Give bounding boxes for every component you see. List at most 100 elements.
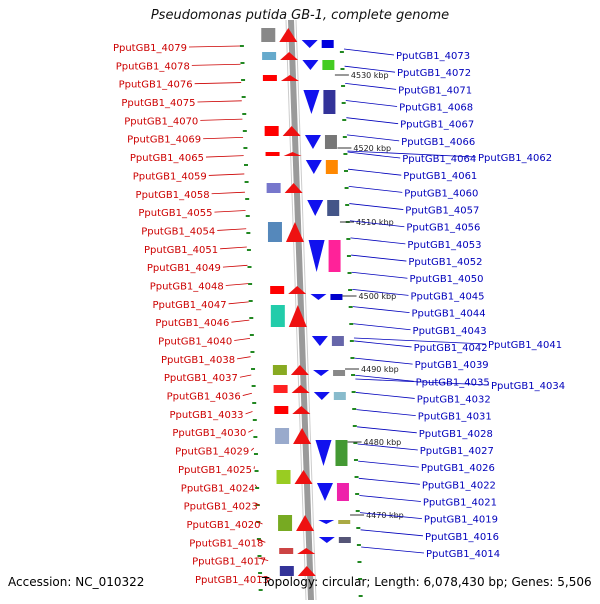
gene-feature-right [330,294,342,300]
gene-label-left: PputGB1_4017 [192,557,266,568]
gene-label-right: PputGB1_4014 [426,549,500,560]
gene-arrow-right [313,370,329,376]
kbp-label: 4470 kbp [366,511,404,520]
gene-arrow-left [281,75,299,81]
callout-line-left [220,247,247,249]
gene-label-right: PputGB1_4042 [414,343,488,354]
gene-feature-right [337,483,349,501]
callout-line-right [356,392,415,398]
callout-line-left [243,393,252,395]
gene-label-right: PputGB1_4072 [397,68,471,79]
gene-feature-left [274,385,288,393]
gene-feature-left [267,183,281,193]
gene-label-right: PputGB1_4016 [425,532,499,543]
callout-line-right [352,272,408,278]
callout-line-right [346,101,397,107]
gene-arrow-right [303,90,319,114]
gene-label-left: PputGB1_4029 [175,447,249,458]
gene-label-left: PputGB1_4075 [121,98,195,109]
gene-feature-left [268,222,282,242]
gene-arrow-right [307,200,323,216]
gene-label-right: PputGB1_4053 [407,240,481,251]
gene-arrow-left [279,28,297,42]
gene-label-right: PputGB1_4071 [398,85,472,96]
gene-label-left: PputGB1_4020 [186,520,260,531]
gene-feature-left [265,126,279,136]
callout-line-left [246,412,253,414]
gene-label-right: PputGB1_4028 [419,429,493,440]
gene-label-right: PputGB1_4057 [405,206,479,217]
gene-arrow-left [292,406,310,414]
gene-feature-left [262,52,276,60]
gene-label-left: PputGB1_4054 [141,226,215,237]
callout-line-right [357,427,417,433]
gene-arrow-right [310,294,326,300]
gene-label-right: PputGB1_4021 [423,497,497,508]
callout-line-right [361,547,424,553]
gene-arrow-right [315,440,331,466]
gene-label-right: PputGB1_4043 [413,326,487,337]
gene-label-right: PputGB1_4041 [488,340,562,351]
gene-feature-right [322,60,334,70]
gene-feature-right [327,200,339,216]
gene-arrow-left [291,365,309,375]
callout-line-right [345,83,396,89]
gene-arrow-right [317,483,333,501]
gene-arrow-right [318,520,334,524]
kbp-label: 4510 kbp [356,218,394,227]
gene-label-right: PputGB1_4052 [408,257,482,268]
callout-line-right [344,49,394,55]
gene-feature-left [270,286,284,294]
callout-line-right [359,495,421,501]
gene-label-left: PputGB1_4047 [153,300,227,311]
callout-line-left [248,430,253,432]
gene-arrow-left [280,52,298,60]
gene-label-right: PputGB1_4066 [401,137,475,148]
gene-label-right: PputGB1_4067 [400,120,474,131]
callout-line-left [229,302,249,304]
gene-arrow-left [293,428,311,444]
gene-arrow-right [305,135,321,149]
gene-label-right: PputGB1_4026 [421,463,495,474]
gene-label-right: PputGB1_4031 [418,412,492,423]
callout-line-left [209,174,245,175]
callout-line-left [234,338,250,340]
gene-feature-left [278,515,292,531]
gene-arrow-right [314,392,330,400]
gene-label-right: PputGB1_4044 [412,309,486,320]
callout-line-left [203,137,243,138]
gene-label-right: PputGB1_4027 [420,446,494,457]
gene-label-left: PputGB1_4030 [172,428,246,439]
gene-arrow-left [285,183,303,193]
gene-feature-left [273,365,287,375]
callout-line-left [195,83,242,84]
gene-label-left: PputGB1_4018 [189,538,263,549]
gene-label-left: PputGB1_4051 [144,245,218,256]
gene-feature-left [274,406,288,414]
gene-label-left: PputGB1_4025 [178,465,252,476]
kbp-label: 4490 kbp [361,365,399,374]
kbp-label: 4530 kbp [351,71,389,80]
callout-line-right [351,238,406,244]
gene-label-left: PputGB1_4048 [150,281,224,292]
gene-label-right: PputGB1_4062 [478,153,552,164]
callout-line-left [231,320,249,322]
gene-label-left: PputGB1_4055 [138,208,212,219]
callout-line-right [353,307,410,313]
gene-feature-left [277,470,291,484]
callout-line-left [206,156,244,157]
right-gene-labels: PputGB1_4073PputGB1_4072PputGB1_4071Pput… [396,51,565,560]
gene-arrow-left [288,286,306,294]
gene-label-right: PputGB1_4060 [404,188,478,199]
gene-label-right: PputGB1_4045 [410,291,484,302]
kbp-label: 4480 kbp [364,438,402,447]
gene-feature-left [279,548,293,554]
gene-label-left: PputGB1_4037 [164,373,238,384]
gene-feature-right [334,392,346,400]
callout-line-left [217,229,246,231]
gene-arrow-left [283,126,301,136]
gene-arrow-left [284,152,302,156]
gene-label-left: PputGB1_4049 [147,263,221,274]
